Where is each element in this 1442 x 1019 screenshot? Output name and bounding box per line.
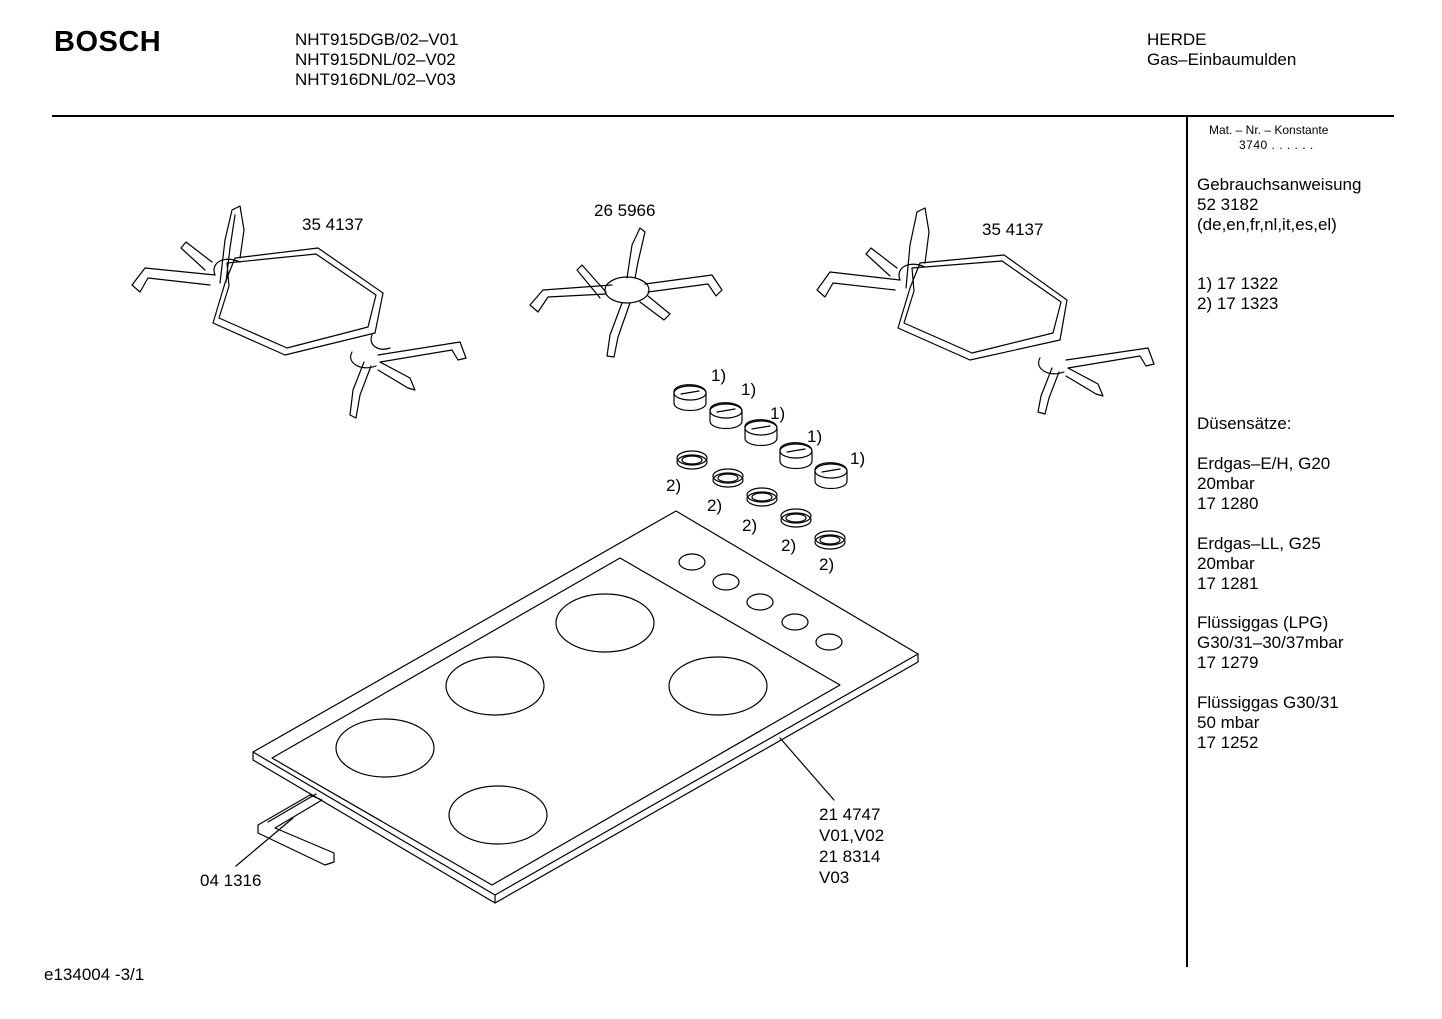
knob (815, 463, 847, 489)
brand-logo: BOSCH (54, 26, 162, 58)
knob (674, 385, 706, 411)
nozzle-set: Erdgas–E/H, G20 20mbar 17 1280 (1197, 454, 1330, 514)
knob-ring (781, 509, 811, 527)
knob (710, 403, 742, 429)
manual-languages: (de,en,fr,nl,it,es,el) (1197, 215, 1337, 234)
pan-support-left (132, 206, 466, 418)
header-divider (52, 115, 1394, 117)
model-number: NHT916DNL/02–V03 (295, 70, 456, 89)
ring-reference: 2) (666, 476, 682, 495)
nozzle-pressure: 20mbar (1197, 474, 1255, 493)
ring-reference: 2) (819, 555, 835, 574)
reference-item: 1) 17 1322 (1197, 274, 1279, 293)
category-block: HERDE Gas–Einbaumulden (1147, 30, 1296, 70)
nozzle-number: 17 1252 (1197, 733, 1259, 752)
category: HERDE (1147, 30, 1207, 49)
pan-support-right (817, 208, 1154, 414)
knob-reference: 1) (850, 449, 866, 468)
leader-lines (236, 738, 834, 866)
nozzle-number: 17 1279 (1197, 653, 1259, 672)
manual-number: 52 3182 (1197, 195, 1259, 214)
hob-part-line: 21 8314 (819, 847, 881, 866)
part-number-grate-right: 35 4137 (982, 220, 1044, 239)
hob-part-line: 21 4747 (819, 805, 881, 824)
nozzle-pressure: 50 mbar (1197, 713, 1260, 732)
nozzle-set: Erdgas–LL, G25 20mbar 17 1281 (1197, 534, 1321, 594)
seal-strip (258, 794, 334, 865)
subcategory: Gas–Einbaumulden (1147, 50, 1297, 69)
material-number-block: Mat. – Nr. – Konstante 3740 . . . . . . (1209, 123, 1328, 153)
knob (780, 443, 812, 469)
nozzle-gas: Flüssiggas (LPG) (1197, 613, 1329, 632)
knob (745, 420, 777, 446)
nozzle-gas: Erdgas–E/H, G20 (1197, 454, 1331, 473)
model-number: NHT915DNL/02–V02 (295, 50, 456, 69)
model-number: NHT915DGB/02–V01 (295, 30, 459, 49)
nozzle-number: 17 1281 (1197, 574, 1259, 593)
nozzle-gas: Flüssiggas G30/31 (1197, 693, 1339, 712)
part-number-hob: 21 4747 V01,V02 21 8314 V03 (819, 804, 884, 888)
ring-reference: 2) (781, 536, 797, 555)
part-number-seal: 04 1316 (200, 871, 262, 890)
hob-plate (253, 511, 918, 903)
hob-part-line: V01,V02 (819, 826, 885, 845)
knob-reference: 1) (741, 380, 757, 399)
knob-ring (677, 451, 707, 469)
nozzle-title: Düsensätze: (1197, 414, 1292, 433)
knob-reference: 1) (770, 404, 786, 423)
knob-ring (747, 488, 777, 506)
reference-list: 1) 17 1322 2) 17 1323 (1197, 274, 1278, 314)
knob-ring (815, 531, 845, 549)
document-id: e134004 -3/1 (44, 965, 145, 984)
ring-reference: 2) (707, 496, 723, 515)
manual-block: Gebrauchsanweisung 52 3182 (de,en,fr,nl,… (1197, 175, 1361, 235)
pan-support-center (530, 228, 722, 357)
nozzle-pressure: 20mbar (1197, 554, 1255, 573)
sidebar-divider (1186, 117, 1188, 967)
model-list: NHT915DGB/02–V01 NHT915DNL/02–V02 NHT916… (295, 30, 458, 90)
nozzle-set: Flüssiggas G30/31 50 mbar 17 1252 (1197, 693, 1339, 753)
nozzle-pressure: G30/31–30/37mbar (1197, 633, 1344, 652)
mat-value: 3740 . . . . . . (1239, 138, 1314, 152)
manual-title: Gebrauchsanweisung (1197, 175, 1362, 194)
nozzle-set: Flüssiggas (LPG) G30/31–30/37mbar 17 127… (1197, 613, 1344, 673)
nozzle-number: 17 1280 (1197, 494, 1259, 513)
hob-part-line: V03 (819, 868, 850, 887)
nozzle-gas: Erdgas–LL, G25 (1197, 534, 1321, 553)
mat-label: Mat. – Nr. – Konstante (1209, 123, 1329, 137)
ring-reference: 2) (742, 516, 758, 535)
exploded-view-drawing (0, 0, 1180, 960)
knob-ring (713, 469, 743, 487)
part-number-grate-center: 26 5966 (594, 201, 656, 220)
knob-reference: 1) (807, 427, 823, 446)
reference-item: 2) 17 1323 (1197, 294, 1279, 313)
part-number-grate-left: 35 4137 (302, 215, 364, 234)
knob-reference: 1) (711, 366, 727, 385)
